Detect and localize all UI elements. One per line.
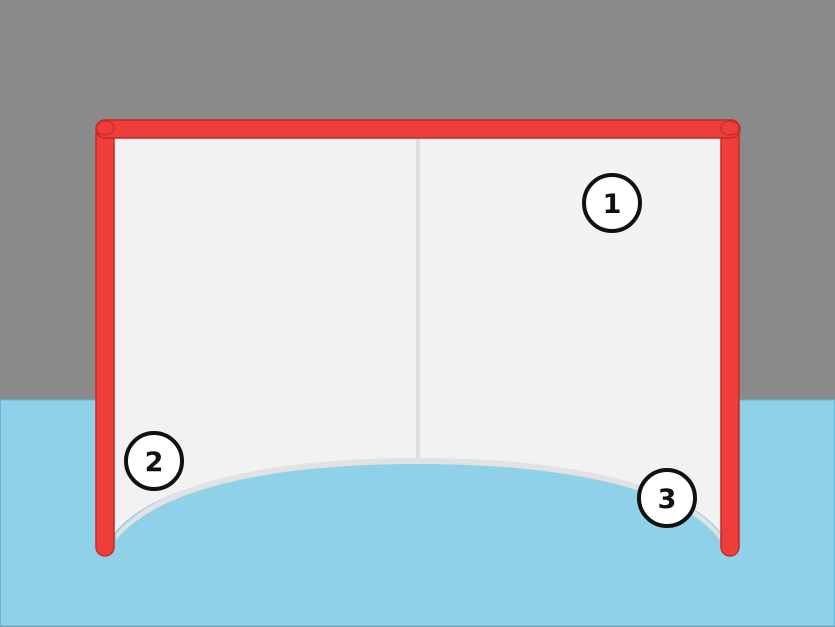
marker-2: 2 bbox=[124, 431, 184, 491]
right-post bbox=[720, 125, 740, 557]
crossbar bbox=[95, 119, 741, 139]
crossbar-left-cap bbox=[95, 120, 115, 136]
marker-3: 3 bbox=[637, 468, 697, 528]
marker-3-circle bbox=[637, 468, 697, 528]
marker-3-label: 3 bbox=[658, 484, 677, 515]
left-post bbox=[95, 125, 115, 557]
marker-1-circle bbox=[582, 173, 642, 233]
marker-1: 1 bbox=[582, 173, 642, 233]
crossbar-right-cap bbox=[720, 120, 740, 136]
marker-1-label: 1 bbox=[603, 189, 622, 220]
marker-2-label: 2 bbox=[145, 447, 164, 478]
marker-2-circle bbox=[124, 431, 184, 491]
